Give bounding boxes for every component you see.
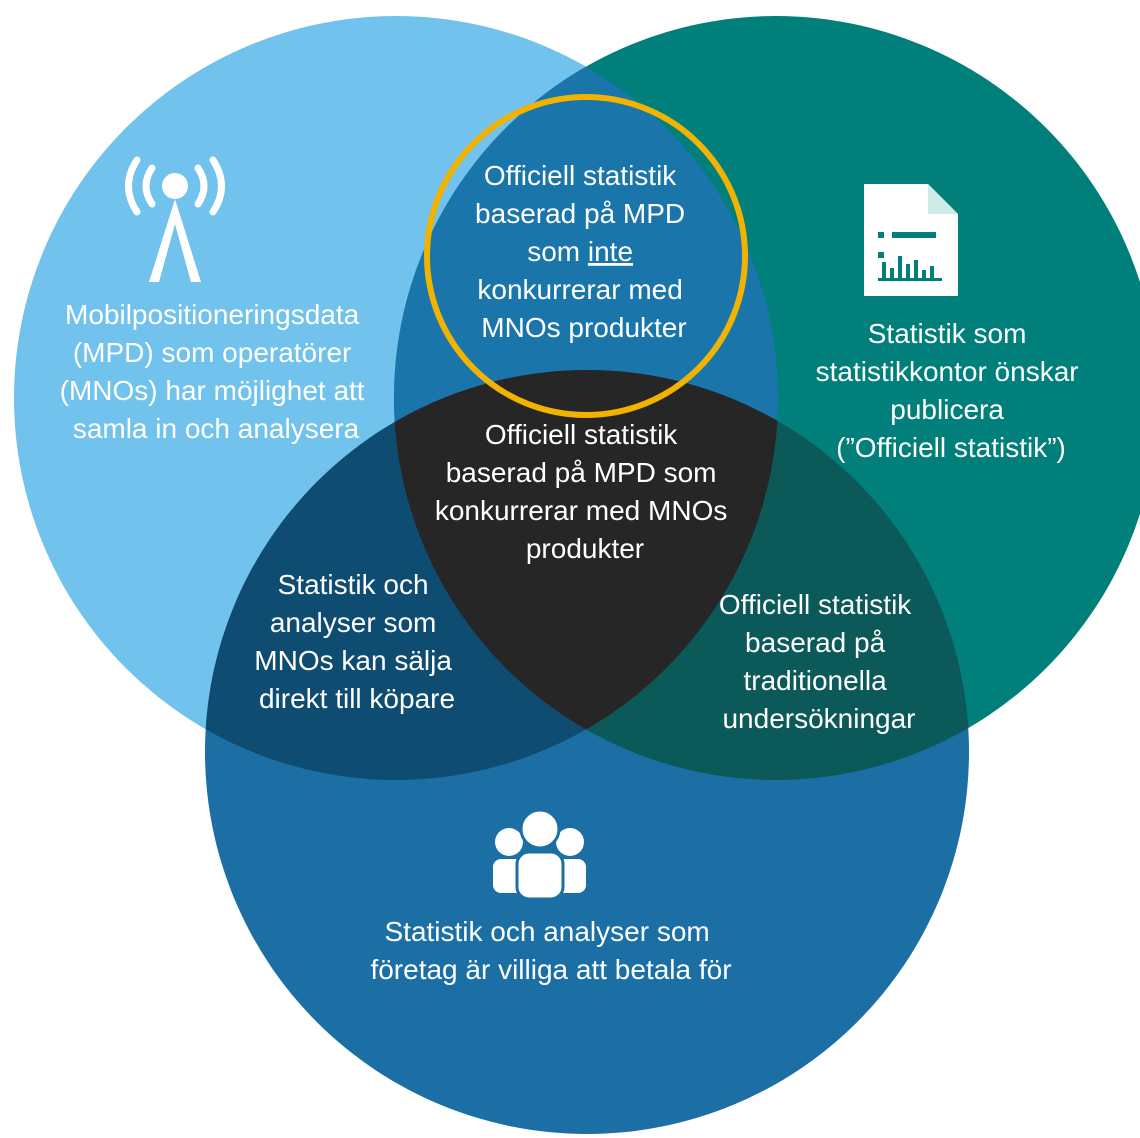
people-group-icon — [493, 808, 586, 901]
mpd-business-overlap-label: Statistik och analyser som MNOs kan sälj… — [254, 569, 459, 714]
stats-business-overlap-label: Officiell statistik baserad på tradition… — [719, 589, 919, 734]
mpd-stats-label-line: baserad på MPD — [475, 198, 685, 229]
center-label-line: produkter — [526, 533, 644, 564]
stats-business-label-line: undersökningar — [722, 703, 915, 734]
mpd-business-label-line: direkt till köpare — [259, 683, 455, 714]
mpd-stats-label-line: konkurrerar med — [477, 274, 682, 305]
mpd-stats-label-emphasis: inte — [588, 236, 633, 267]
center-overlap-label: Officiell statistik baserad på MPD som k… — [435, 419, 735, 564]
stats-label-line: (”Officiell statistik”) — [836, 432, 1066, 463]
mpd-stats-overlap-label: Officiell statistik baserad på MPD som i… — [475, 160, 693, 343]
official-statistics-region-label: Statistik som statistikkontor önskar pub… — [816, 318, 1087, 463]
mpd-stats-label-line: MNOs produkter — [481, 312, 686, 343]
center-label-line: konkurrerar med MNOs — [435, 495, 728, 526]
stats-business-label-line: Officiell statistik — [719, 589, 912, 620]
report-chart-icon — [864, 184, 958, 296]
center-label-line: Officiell statistik — [485, 419, 678, 450]
stats-label-line: statistikkontor önskar — [816, 356, 1079, 387]
stats-business-label-line: traditionella — [744, 665, 888, 696]
mpd-label-line: Mobilpositioneringsdata — [65, 299, 360, 330]
mpd-label-line: (MNOs) har möjlighet att — [60, 375, 365, 406]
mpd-label-line: (MPD) som operatörer — [73, 337, 352, 368]
stats-label-line: Statistik som — [868, 318, 1027, 349]
center-label-line: baserad på MPD som — [446, 457, 717, 488]
highlight-ring — [424, 94, 748, 418]
mpd-stats-label-line: Officiell statistik — [484, 160, 677, 191]
mpd-stats-label-line: som inte — [527, 236, 633, 267]
business-label-line: Statistik och analyser som — [384, 916, 709, 947]
antenna-icon — [125, 156, 225, 282]
stats-business-label-line: baserad på — [745, 627, 886, 658]
mpd-business-label-line: analyser som — [270, 607, 437, 638]
business-label-line: företag är villiga att betala för — [370, 954, 731, 985]
mpd-region-label: Mobilpositioneringsdata (MPD) som operat… — [60, 299, 373, 444]
mpd-business-label-line: Statistik och — [278, 569, 429, 600]
business-region-label: Statistik och analyser som företag är vi… — [370, 916, 731, 985]
mpd-business-label-line: MNOs kan sälja — [254, 645, 452, 676]
mpd-label-line: samla in och analysera — [73, 413, 360, 444]
stats-label-line: publicera — [890, 394, 1004, 425]
mpd-stats-label-prefix: som — [527, 236, 588, 267]
